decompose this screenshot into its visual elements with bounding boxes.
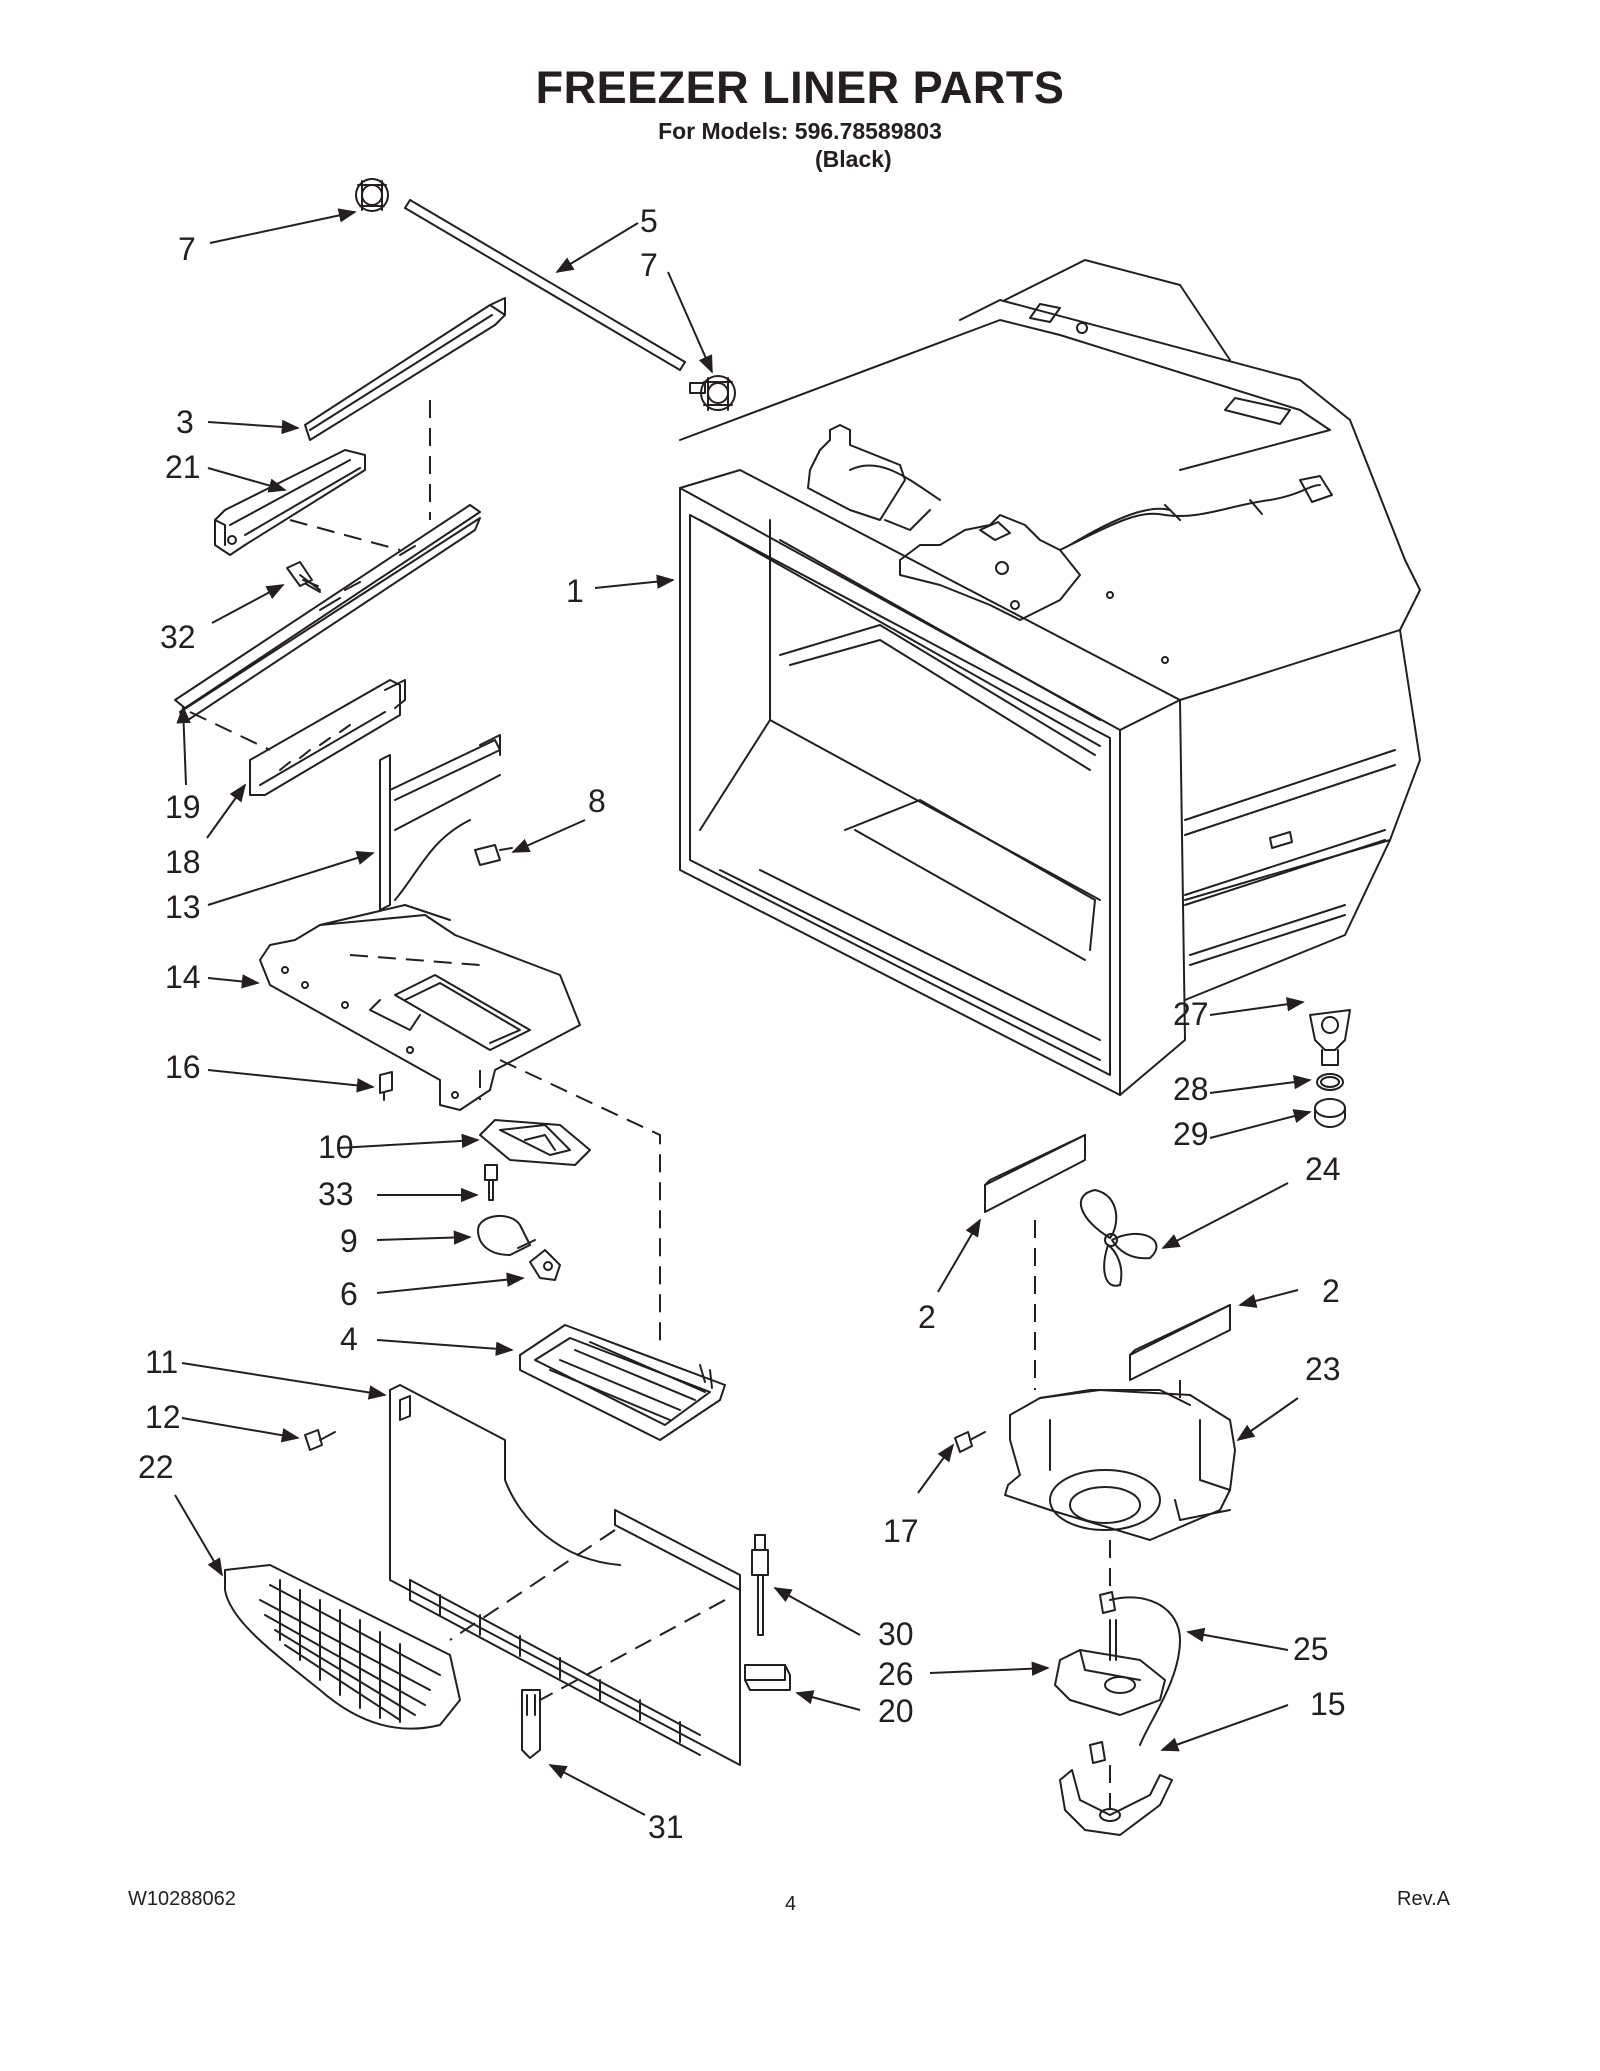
callout-10: 10 — [318, 1129, 354, 1165]
sensor-30-drawing — [751, 1534, 769, 1636]
callout-2-right: 2 — [1322, 1273, 1340, 1309]
callout-7-right: 7 — [640, 247, 658, 283]
bracket-18-drawing — [249, 679, 406, 796]
harness-25-drawing — [1089, 1591, 1181, 1764]
screw-17-drawing — [954, 1431, 986, 1453]
callout-3: 3 — [176, 404, 194, 440]
pad-2-right-drawing — [1129, 1304, 1231, 1381]
screw-8-drawing — [474, 844, 513, 866]
callout-28: 28 — [1173, 1071, 1209, 1107]
rod-drawing — [404, 199, 686, 371]
revision: Rev.A — [1397, 1888, 1450, 1910]
callout-32: 32 — [160, 619, 196, 655]
callout-13: 13 — [165, 889, 201, 925]
bracket-13-drawing — [379, 734, 501, 911]
housing-14-drawing — [259, 904, 581, 1111]
callout-5: 5 — [640, 203, 658, 239]
callout-24: 24 — [1305, 1151, 1341, 1187]
fan-blade-24-drawing — [1079, 1189, 1158, 1287]
bulb-9-drawing — [477, 1214, 536, 1256]
callout-12: 12 — [145, 1399, 181, 1435]
page-title: FREEZER LINER PARTS — [535, 62, 1065, 113]
bushing-29-drawing — [1314, 1098, 1346, 1128]
ring-28-drawing — [1316, 1073, 1344, 1091]
callout-16: 16 — [165, 1049, 201, 1085]
screw-33-drawing — [484, 1164, 498, 1201]
models-line: For Models: 596.78589803 — [658, 118, 942, 144]
callout-9: 9 — [340, 1223, 358, 1259]
callout-11: 11 — [145, 1344, 178, 1380]
pad-2-left-drawing — [984, 1134, 1086, 1213]
document-number: W10288062 — [128, 1888, 236, 1910]
page-number: 4 — [785, 1893, 797, 1915]
light-cover-10-drawing — [479, 1119, 591, 1166]
callout-7-left: 7 — [178, 231, 196, 267]
callout-6: 6 — [340, 1276, 358, 1312]
callout-17: 17 — [883, 1513, 919, 1549]
callout-23: 23 — [1305, 1351, 1341, 1387]
alignment-lines — [189, 400, 1181, 1810]
slide-rail-drawing — [304, 297, 506, 441]
part-31-drawing — [521, 1689, 541, 1759]
grille-22-drawing — [224, 1564, 461, 1730]
color-line: (Black) — [815, 146, 892, 172]
callout-1: 1 — [566, 573, 584, 609]
block-20-drawing — [744, 1664, 791, 1691]
gear-top-drawing — [355, 178, 389, 212]
motor-26-drawing — [1054, 1619, 1166, 1716]
screw-32-drawing — [286, 561, 321, 593]
fan-shroud-23-drawing — [1004, 1389, 1236, 1541]
screw-12-drawing — [304, 1429, 336, 1451]
clip-16-drawing — [379, 1071, 393, 1101]
callout-27: 27 — [1173, 996, 1209, 1032]
callout-2-left: 2 — [918, 1299, 936, 1335]
leader-arrows — [174, 208, 1312, 1816]
callout-20: 20 — [878, 1693, 914, 1729]
callout-22: 22 — [138, 1449, 174, 1485]
callout-26: 26 — [878, 1656, 914, 1692]
callout-19: 19 — [165, 789, 201, 825]
tray-4-drawing — [519, 1324, 726, 1441]
callout-29: 29 — [1173, 1116, 1209, 1152]
bracket-15-drawing — [1059, 1769, 1173, 1836]
freezer-liner-drawing — [679, 259, 1421, 1096]
callout-labels: 1 2 2 3 4 5 6 7 7 8 9 10 11 12 13 14 15 … — [138, 203, 1346, 1845]
callout-8: 8 — [588, 783, 606, 819]
callout-15: 15 — [1310, 1686, 1346, 1722]
gear-right-drawing — [689, 375, 736, 411]
callout-4: 4 — [340, 1321, 358, 1357]
callout-18: 18 — [165, 844, 201, 880]
callout-21: 21 — [165, 449, 201, 485]
socket-6-drawing — [529, 1249, 561, 1281]
callout-33: 33 — [318, 1176, 354, 1212]
bracket-21-drawing — [214, 449, 366, 556]
callout-30: 30 — [878, 1616, 914, 1652]
callout-31: 31 — [648, 1809, 684, 1845]
drawer-rail-drawing — [174, 504, 481, 723]
panel-11-drawing — [389, 1384, 741, 1766]
drain-27-drawing — [1309, 1009, 1351, 1066]
callout-14: 14 — [165, 959, 201, 995]
callout-25: 25 — [1293, 1631, 1329, 1667]
